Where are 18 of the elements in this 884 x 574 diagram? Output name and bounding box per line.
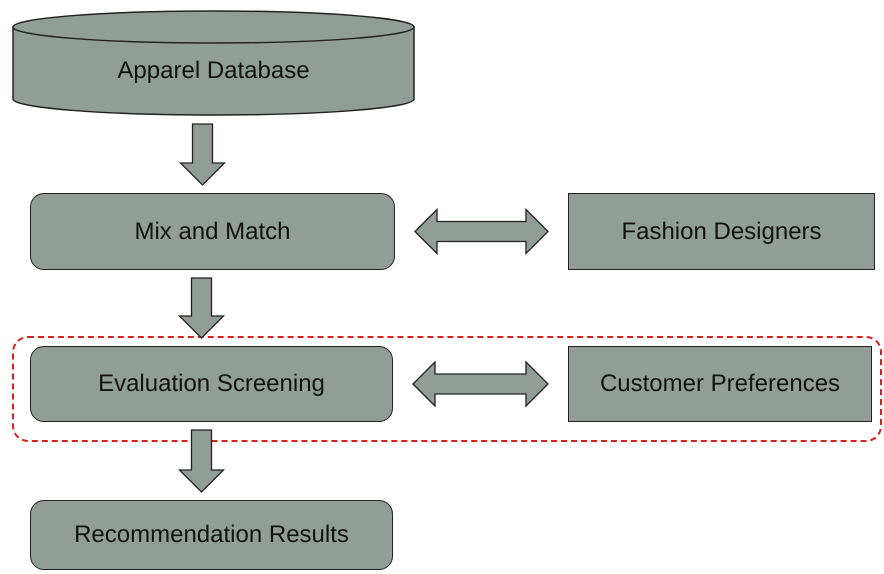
process-box — [30, 193, 395, 270]
block-arrow — [178, 429, 226, 493]
actor-box — [568, 346, 872, 422]
node-label: Customer Preferences — [600, 370, 840, 398]
node-label: Fashion Designers — [621, 218, 822, 246]
node-label: Mix and Match — [134, 218, 291, 246]
process-box — [30, 500, 393, 570]
block-arrow — [178, 123, 226, 186]
double-block-arrow — [412, 360, 549, 408]
double-block-arrow — [414, 208, 549, 256]
node-label: Recommendation Results — [74, 521, 349, 549]
actor-box — [568, 193, 875, 270]
dashed-group-border — [12, 336, 882, 442]
process-box — [30, 346, 393, 422]
block-arrow — [178, 277, 226, 339]
node-label: Evaluation Screening — [98, 370, 325, 398]
node-label: Apparel Database — [117, 57, 310, 85]
database-cylinder — [12, 10, 415, 116]
